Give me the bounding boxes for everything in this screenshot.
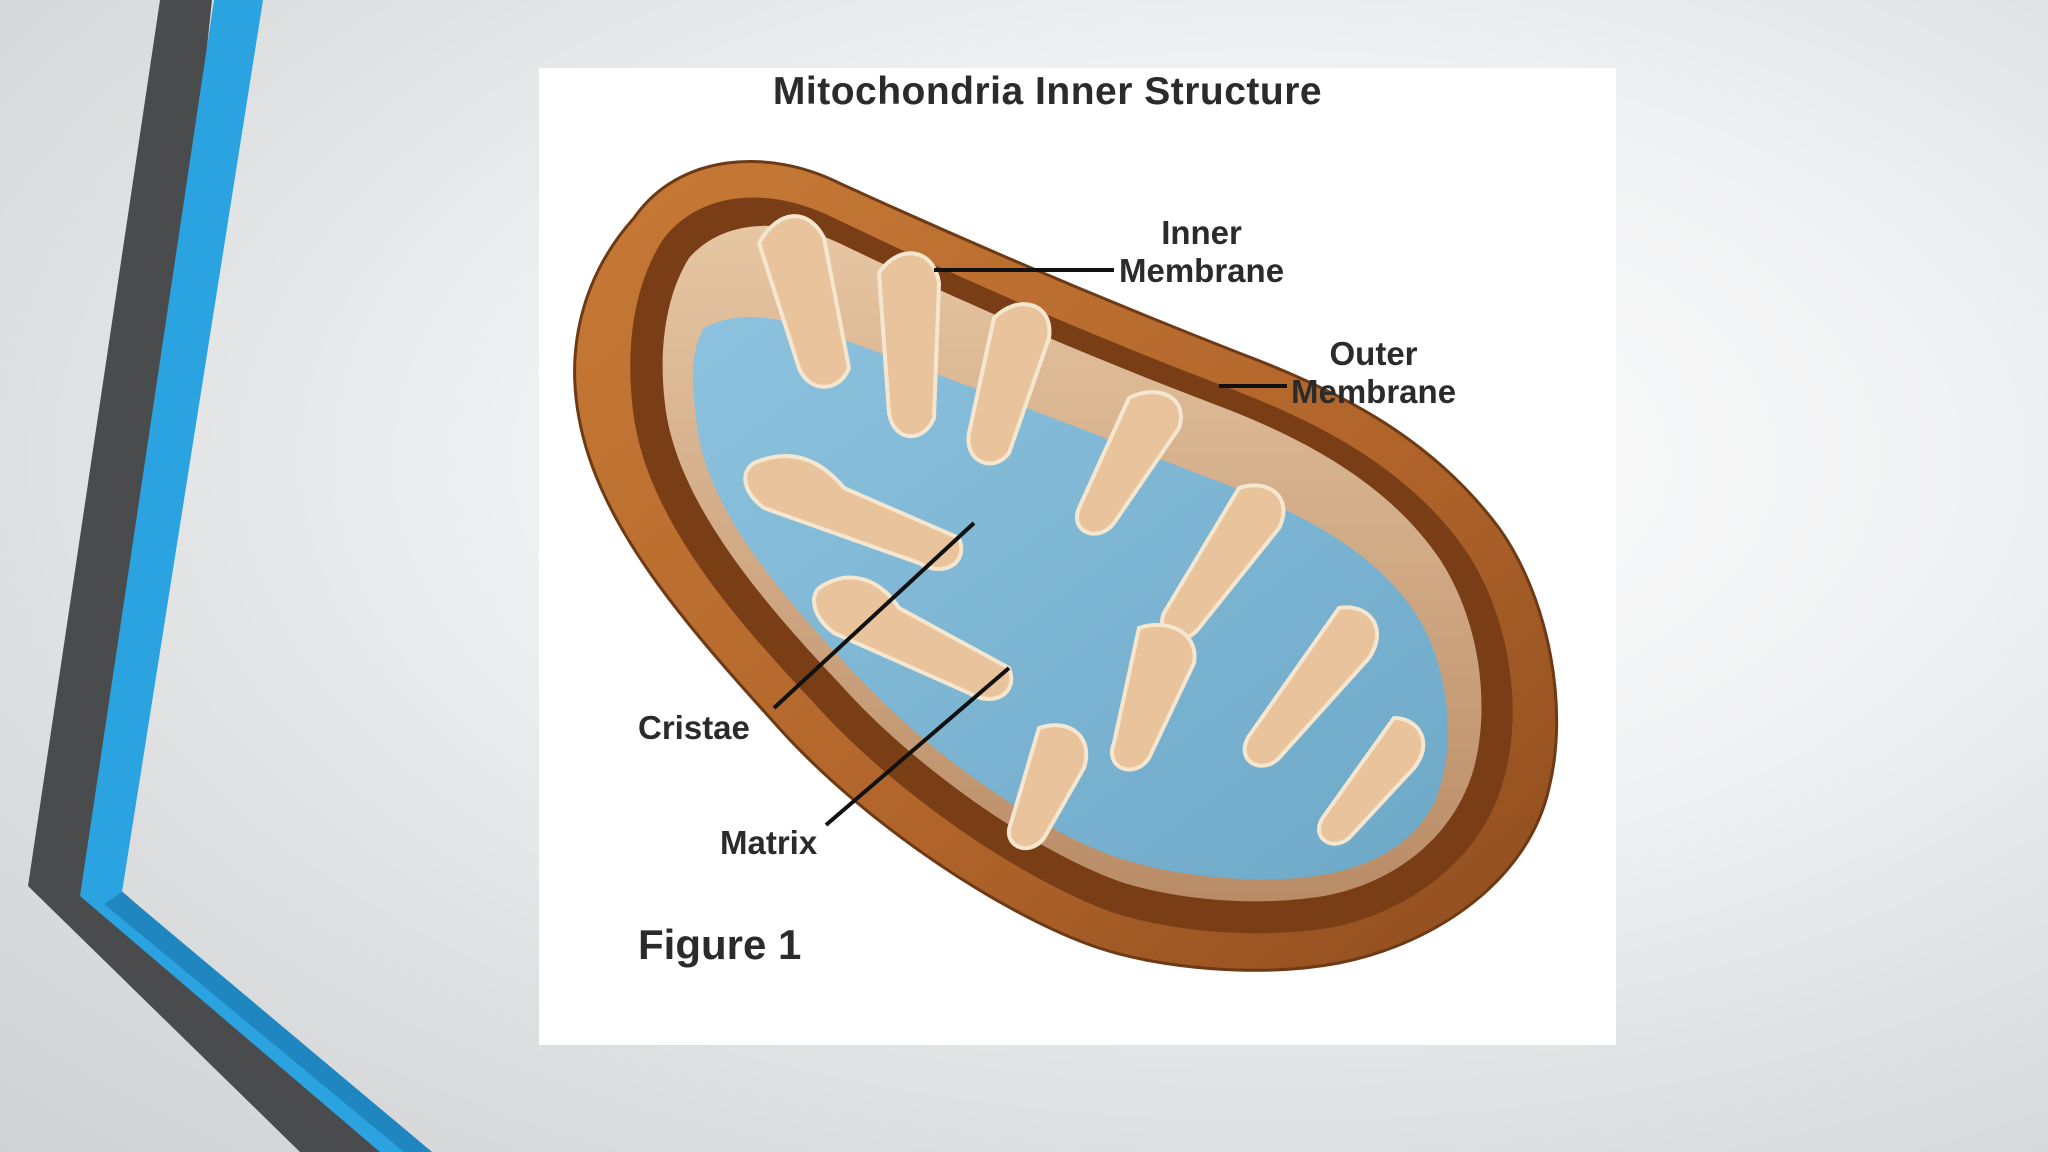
outer-membrane-label: Outer Membrane (1291, 335, 1456, 411)
inner-membrane-label-line1: Inner (1119, 214, 1284, 252)
inner-membrane-label: Inner Membrane (1119, 214, 1284, 290)
outer-membrane-label-line1: Outer (1291, 335, 1456, 373)
figure-title: Mitochondria Inner Structure (539, 70, 1616, 114)
mitochondria-figure: Mitochondria Inner Structure Inner Membr… (539, 68, 1616, 1045)
outer-membrane-label-line2: Membrane (1291, 373, 1456, 411)
inner-membrane-label-line2: Membrane (1119, 252, 1284, 290)
matrix-label: Matrix (720, 824, 817, 862)
figure-caption: Figure 1 (638, 921, 801, 969)
mitochondria-illustration (539, 68, 1616, 1045)
cristae-label: Cristae (638, 709, 750, 747)
